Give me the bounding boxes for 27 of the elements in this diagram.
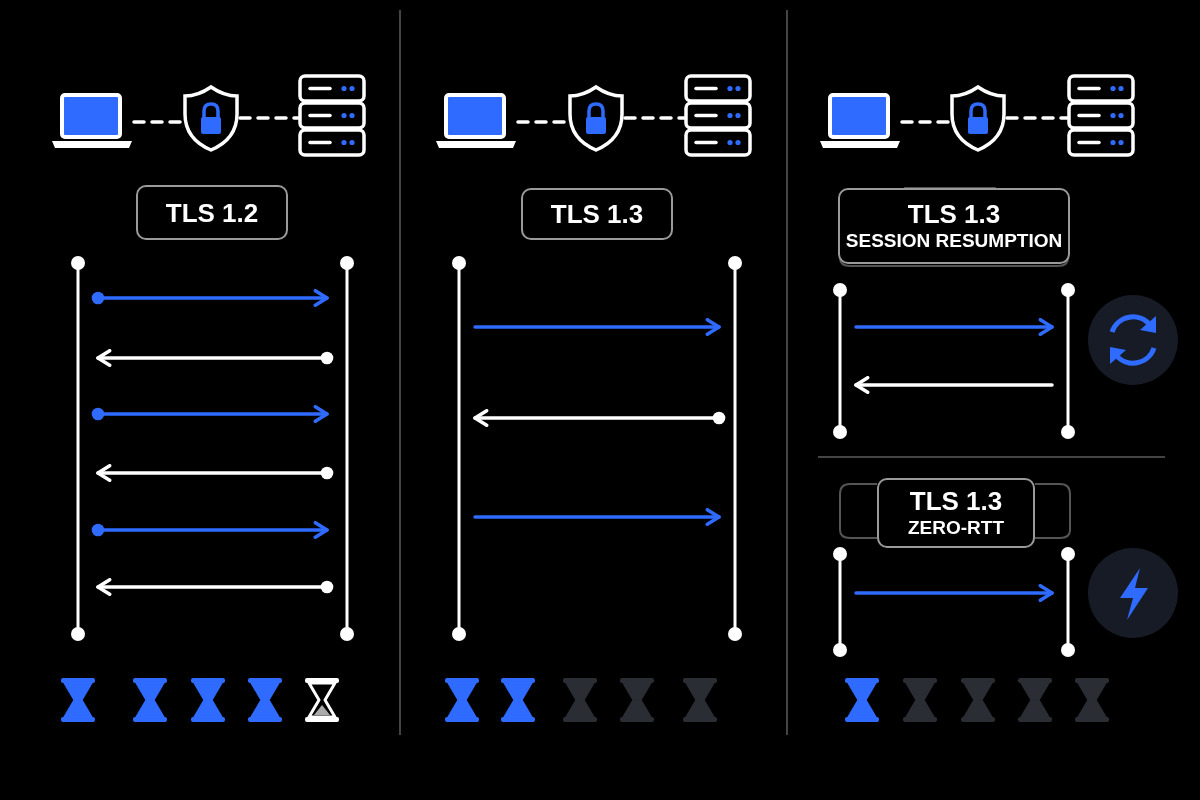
- protocol-title: TLS 1.3: [909, 486, 1003, 516]
- protocol-title: TLS 1.3: [550, 199, 644, 229]
- dashed-connector: [132, 120, 184, 124]
- protocol-subtitle: SESSION RESUMPTION: [845, 229, 1063, 253]
- arrow: [473, 408, 726, 428]
- arrow: [96, 577, 334, 597]
- arrow: [91, 520, 329, 540]
- dashed-connector: [623, 116, 686, 120]
- label-box: [521, 188, 673, 240]
- label-box: [136, 185, 288, 240]
- protocol-subtitle: ZERO-RTT: [907, 516, 1004, 540]
- arrow: [473, 317, 721, 337]
- arrow: [854, 583, 1054, 603]
- label-box: [877, 478, 1035, 548]
- arrow: [854, 375, 1054, 395]
- arrow: [96, 348, 334, 368]
- dashed-connector: [516, 120, 569, 124]
- arrow: [91, 404, 329, 424]
- dashed-connector: [900, 120, 951, 124]
- dashed-connector: [1005, 116, 1069, 120]
- protocol-title: TLS 1.3: [907, 199, 1001, 229]
- arrow: [91, 288, 329, 308]
- dashed-connector: [238, 116, 300, 120]
- protocol-title: TLS 1.2: [165, 197, 259, 228]
- arrow: [854, 317, 1054, 337]
- arrow: [473, 507, 721, 527]
- arrow: [96, 463, 334, 483]
